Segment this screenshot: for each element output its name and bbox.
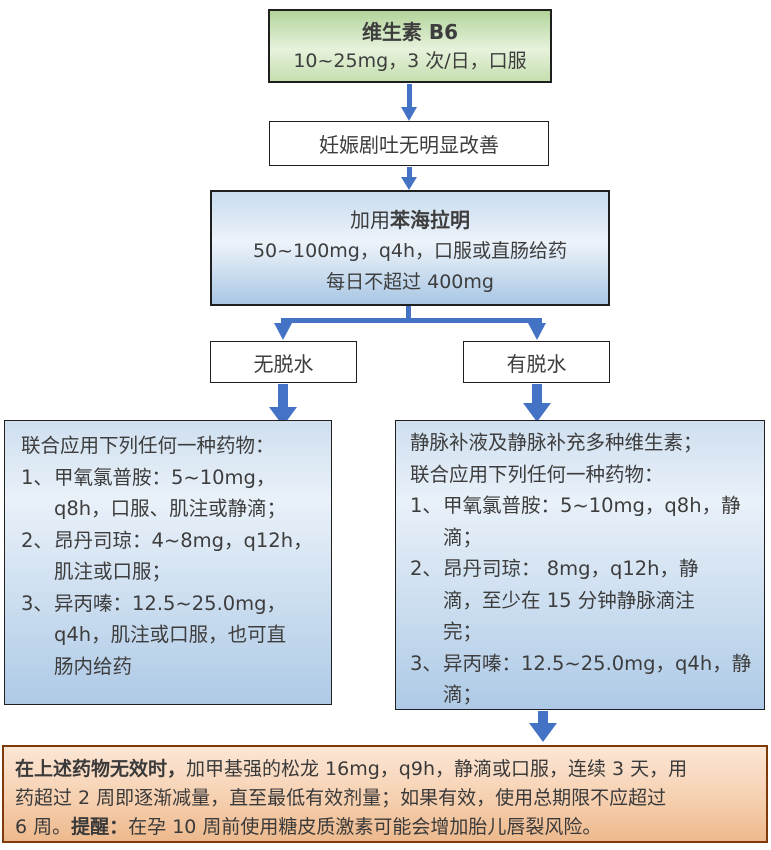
- vitamin-b6-dose: 10~25mg，3 次/日，口服: [293, 49, 527, 72]
- list-text: 肌注或口服；: [54, 560, 172, 583]
- list-number: 3、: [410, 651, 442, 675]
- list-number: [410, 585, 443, 617]
- text-line: 1、甲氧氯普胺：5~10mg，: [21, 462, 327, 494]
- diphenhydramine-title: 加用苯海拉明: [350, 205, 470, 236]
- list-text: 昂丹司琼：4~8mg，q12h，: [54, 528, 313, 552]
- text-line: q8h，口服、肌注或静滴；: [21, 493, 327, 525]
- no-improvement-box: 妊娠剧吐无明显改善: [269, 121, 549, 166]
- list-text: 甲氧氯普胺：5~10mg，q8h，静: [443, 494, 741, 517]
- arrow-right-branch-head: [523, 403, 551, 422]
- dehydration-box: 有脱水: [463, 341, 610, 383]
- text-line: 3、异丙嗪：12.5~25.0mg，q4h，静: [410, 648, 762, 680]
- diphenhydramine-title-prefix: 加用: [350, 207, 390, 232]
- text-line: 联合应用下列任何一种药物：: [21, 434, 275, 457]
- dehydration-label: 有脱水: [506, 351, 567, 376]
- list-text: 滴；: [443, 525, 483, 549]
- diphenhydramine-max: 每日不超过 400mg: [326, 270, 494, 293]
- list-number: 1、: [410, 494, 442, 517]
- list-text: 滴，至少在 15 分钟静脉滴注: [443, 588, 695, 612]
- list-number: [21, 619, 54, 651]
- text-line: 滴，至少在 15 分钟静脉滴注: [410, 585, 762, 617]
- text-line: 滴；: [410, 679, 762, 711]
- text-line: 滴；: [410, 522, 762, 554]
- text-line: 6 周。提醒：在孕 10 周前使用糖皮质激素可能会增加胎儿唇裂风险。: [15, 813, 755, 842]
- arrow-left-branch: [278, 384, 288, 408]
- list-number: [410, 679, 443, 711]
- split-connector-horizontal: [281, 318, 542, 323]
- list-text: 肠内给药: [54, 654, 133, 678]
- list-number: 1、: [21, 465, 53, 489]
- no-dehydration-treatment-box: 联合应用下列任何一种药物： 1、甲氧氯普胺：5~10mg， q8h，口服、肌注或静滴…: [4, 420, 332, 705]
- list-number: [410, 522, 443, 554]
- list-text: q8h，口服、肌注或静滴；: [54, 497, 287, 520]
- list-text: 异丙嗪：12.5~25.0mg，: [54, 591, 287, 615]
- list-text: 完；: [443, 620, 483, 643]
- diphenhydramine-dose: 50~100mg，q4h，口服或直肠给药: [252, 239, 568, 262]
- text-line: 1、甲氧氯普胺：5~10mg，q8h，静: [410, 490, 762, 522]
- list-text: 昂丹司琼： 8mg，q12h，静: [443, 557, 699, 580]
- list-text: q4h，肌注或口服，也可直: [54, 623, 287, 646]
- body-text: 药超过 2 周即逐渐减量，直至最低有效剂量；如果有效，使用总期限不应超过: [15, 787, 667, 809]
- list-text: 异丙嗪：12.5~25.0mg，q4h，静: [443, 651, 752, 675]
- text-line: 静脉补液及静脉补充多种维生素；: [410, 431, 703, 454]
- list-number: [21, 493, 54, 525]
- no-improvement-text: 妊娠剧吐无明显改善: [319, 133, 499, 157]
- text-line: 3、异丙嗪：12.5~25.0mg，: [21, 588, 327, 620]
- split-connector-vertical: [406, 306, 411, 320]
- split-arrow-left-head: [274, 323, 292, 340]
- list-text: 甲氧氯普胺：5~10mg，: [54, 465, 276, 489]
- text-line: 2、昂丹司琼：4~8mg，q12h，: [21, 525, 327, 557]
- list-number: [21, 651, 54, 683]
- text-line: 在上述药物无效时，加甲基强的松龙 16mg，q9h，静滴或口服，连续 3 天，用: [15, 755, 755, 784]
- arrow-down-2-head: [401, 177, 417, 190]
- split-arrow-right-head: [528, 323, 546, 340]
- arrow-right-branch: [532, 384, 542, 404]
- rescue-therapy-box: 在上述药物无效时，加甲基强的松龙 16mg，q9h，静滴或口服，连续 3 天，用…: [2, 745, 768, 843]
- arrow-down-1-head: [401, 107, 417, 121]
- diphenhydramine-box: 加用苯海拉明 50~100mg，q4h，口服或直肠给药 每日不超过 400mg: [210, 190, 610, 306]
- list-number: [21, 556, 54, 588]
- text-line: q4h，肌注或口服，也可直: [21, 619, 327, 651]
- text-line: 完；: [410, 616, 762, 648]
- arrow-to-rescue-head: [529, 723, 557, 742]
- text-line: 药超过 2 周即逐渐减量，直至最低有效剂量；如果有效，使用总期限不应超过: [15, 784, 755, 813]
- text-line: 肠内给药: [21, 651, 327, 683]
- emphasis-text: 提醒：: [71, 816, 129, 838]
- diphenhydramine-title-drug: 苯海拉明: [390, 207, 470, 232]
- body-text: 6 周。: [15, 816, 72, 838]
- arrow-to-rescue: [538, 711, 548, 724]
- vitamin-b6-title: 维生素 B6: [361, 19, 459, 44]
- list-number: 2、: [21, 528, 53, 552]
- list-number: 3、: [21, 591, 53, 615]
- body-text: 在孕 10 周前使用糖皮质激素可能会增加胎儿唇裂风险。: [128, 816, 602, 838]
- no-dehydration-label: 无脱水: [253, 351, 314, 376]
- dehydration-treatment-box: 静脉补液及静脉补充多种维生素； 联合应用下列任何一种药物： 1、甲氧氯普胺：5~10…: [395, 420, 765, 710]
- list-text: 滴；: [443, 683, 483, 706]
- vitamin-b6-box: 维生素 B6 10~25mg，3 次/日，口服: [268, 9, 552, 83]
- list-number: [410, 616, 443, 648]
- arrow-down-2: [407, 167, 412, 178]
- text-line: 联合应用下列任何一种药物：: [410, 462, 664, 486]
- arrow-down-1: [407, 84, 412, 108]
- no-dehydration-box: 无脱水: [210, 341, 357, 383]
- emphasis-text: 在上述药物无效时，: [15, 758, 187, 780]
- text-line: 2、昂丹司琼： 8mg，q12h，静: [410, 553, 762, 585]
- body-text: 加甲基强的松龙 16mg，q9h，静滴或口服，连续 3 天，用: [186, 758, 688, 780]
- list-number: 2、: [410, 557, 442, 580]
- text-line: 肌注或口服；: [21, 556, 327, 588]
